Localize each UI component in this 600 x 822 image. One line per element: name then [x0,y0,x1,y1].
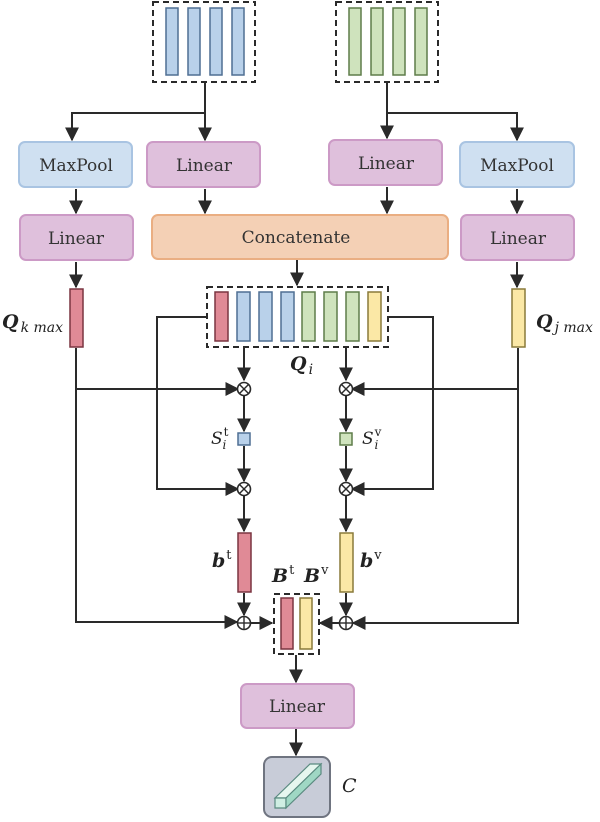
text-token-cell [187,7,201,76]
multiply-icon [338,481,354,497]
q-i-cell [301,291,316,342]
connector-lines [65,82,524,757]
B-v-label: Bv [303,563,329,587]
linear-right-block: Linear [460,214,575,261]
linear-bottom-label: Linear [269,697,326,717]
text-token-cell [231,7,245,76]
B-group [273,593,320,655]
output-box [263,756,331,818]
visual-token-cell [414,7,428,76]
linear-top-right-label: Linear [358,154,415,174]
b-v-label: bv [360,548,382,572]
q-i-group [206,286,389,348]
q-i-cell [280,291,295,342]
linear-bottom-block: Linear [240,683,355,729]
b-t-vector [237,532,252,593]
q-i-cell [214,291,229,342]
visual-token-cell [392,7,406,76]
q-i-cell [345,291,360,342]
text-token-group [152,1,256,83]
text-token-cell [209,7,223,76]
q-i-cell [323,291,338,342]
add-icon [236,615,252,631]
s-v-score [339,432,353,446]
visual-token-cell [348,7,362,76]
concatenate-label: Concatenate [242,228,351,248]
b-v-vector [339,532,354,593]
b-t-label: bt [212,548,232,572]
maxpool-left-block: MaxPool [18,141,133,188]
B-t-vector [280,597,294,650]
3d-bar-icon [273,762,323,810]
concatenate-block: Concatenate [151,214,449,260]
q-i-cell [236,291,251,342]
visual-token-cell [370,7,384,76]
s-t-score [237,432,251,446]
maxpool-left-label: MaxPool [39,156,113,176]
multiply-icon [338,381,354,397]
B-v-vector [299,597,313,650]
q-k-max-vector [69,288,84,348]
B-t-label: Bt [271,563,295,587]
visual-token-group [335,1,439,83]
linear-left-label: Linear [48,229,105,249]
linear-right-label: Linear [490,229,547,249]
linear-left-block: Linear [19,214,134,261]
multiply-icon [236,381,252,397]
text-token-cell [165,7,179,76]
output-label: C [342,775,357,797]
maxpool-right-label: MaxPool [480,156,554,176]
add-icon [338,615,354,631]
q-i-cell [367,291,382,342]
linear-top-left-label: Linear [176,156,233,176]
maxpool-right-block: MaxPool [459,141,575,188]
linear-top-left-block: Linear [146,141,261,188]
q-i-cell [258,291,273,342]
multiply-icon [236,481,252,497]
linear-top-right-block: Linear [328,139,443,186]
q-j-max-vector [511,288,526,348]
